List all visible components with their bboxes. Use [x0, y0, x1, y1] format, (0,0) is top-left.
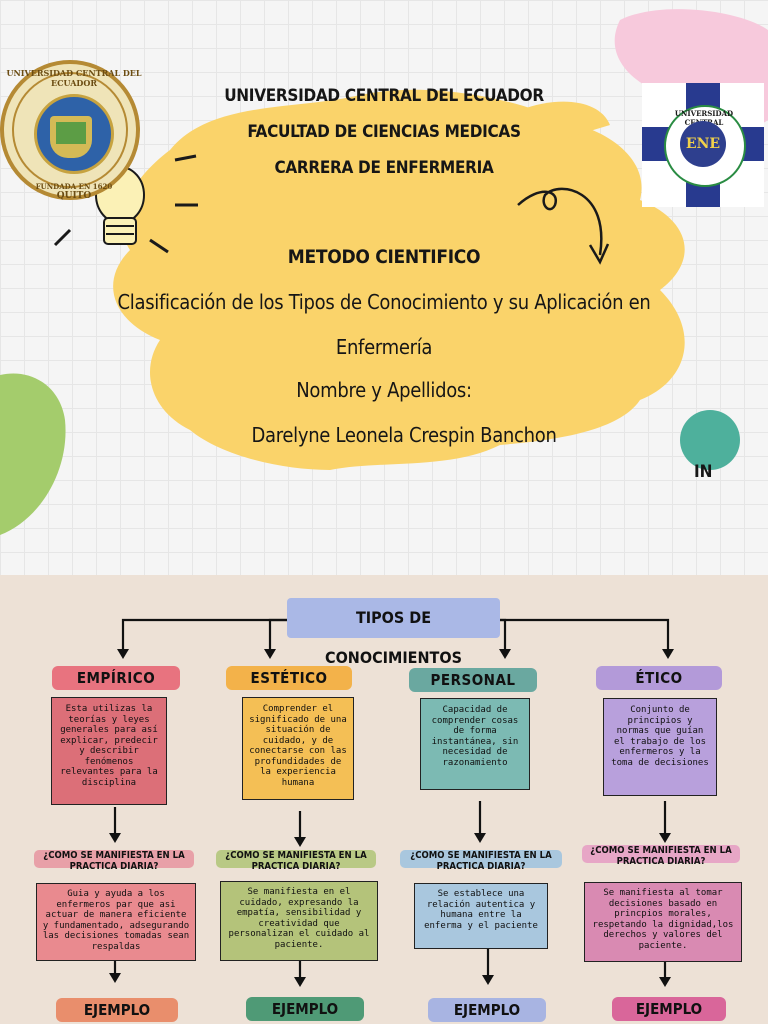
subject-title: METODO CIENTIFICO — [287, 246, 481, 268]
category-empirico: EMPÍRICO — [52, 666, 180, 690]
question-text-personal: ¿COMO SE MANIFIESTA EN LA PRACTICA DIARI… — [410, 850, 552, 872]
name-label: Nombre y Apellidos: — [296, 378, 472, 402]
university-name: UNIVERSIDAD CENTRAL DEL ECUADOR — [224, 86, 544, 106]
answer-personal: Se establece una relación autentica y hu… — [414, 883, 548, 949]
question-text-empirico: ¿COMO SE MANIFIESTA EN LA PRACTICA DIARI… — [43, 850, 185, 872]
question-estetico — [216, 850, 376, 868]
answer-etico: Se manifiesta al tomar decisiones basado… — [584, 882, 742, 962]
example-etico: EJEMPLO — [612, 997, 726, 1021]
career-name: CARRERA DE ENFERMERIA — [274, 158, 494, 178]
example-empirico: EJEMPLO — [56, 998, 178, 1022]
faculty-name: FACULTAD DE CIENCIAS MEDICAS — [247, 122, 521, 142]
topic-line-2: Enfermería — [335, 335, 433, 359]
question-personal — [400, 850, 562, 868]
answer-estetico: Se manifiesta en el cuidado, expresando … — [220, 881, 378, 961]
category-etico: ÉTICO — [596, 666, 722, 690]
question-empirico — [34, 850, 194, 868]
seal-arc-text: UNIVERSIDAD CENTRAL DEL ECUADOR — [6, 68, 142, 88]
category-estetico: ESTÉTICO — [226, 666, 352, 690]
definition-estetico: Comprender el significado de una situaci… — [242, 697, 354, 800]
question-text-etico: ¿COMO SE MANIFIESTA EN LA PRACTICA DIARI… — [590, 845, 732, 867]
nursing-logo-right: UNIVERSIDAD CENTRAL ENE — [642, 83, 764, 207]
logo-center-text: ENE — [680, 121, 726, 167]
map-title: TIPOS DE CONOCIMIENTOS — [287, 598, 500, 667]
question-text-estetico: ¿COMO SE MANIFIESTA EN LA PRACTICA DIARI… — [225, 850, 367, 872]
question-etico — [582, 845, 740, 863]
title-page: UNIVERSIDAD CENTRAL DEL ECUADOR FUNDADA … — [0, 0, 768, 575]
curly-arrow-icon — [517, 187, 610, 265]
example-personal: EJEMPLO — [428, 998, 546, 1022]
topic-line-1: Clasificación de los Tipos de Conocimien… — [117, 290, 651, 314]
seal-caption: FUNDADA EN 1620 QUITO — [35, 182, 113, 201]
answer-empirico: Guia y ayuda a los enfermeros par que as… — [36, 883, 196, 961]
category-personal: PERSONAL — [409, 668, 537, 692]
definition-personal: Capacidad de comprender cosas de forma i… — [420, 698, 530, 790]
definition-etico: Conjunto de principios y normas que guía… — [603, 698, 717, 796]
corner-mark: IN — [694, 462, 713, 482]
university-seal-left: UNIVERSIDAD CENTRAL DEL ECUADOR FUNDADA … — [0, 60, 142, 201]
definition-empirico: Esta utilizas la teorías y leyes general… — [51, 697, 167, 805]
student-name: Darelyne Leonela Crespin Banchon — [251, 423, 557, 447]
example-estetico: EJEMPLO — [246, 997, 364, 1021]
